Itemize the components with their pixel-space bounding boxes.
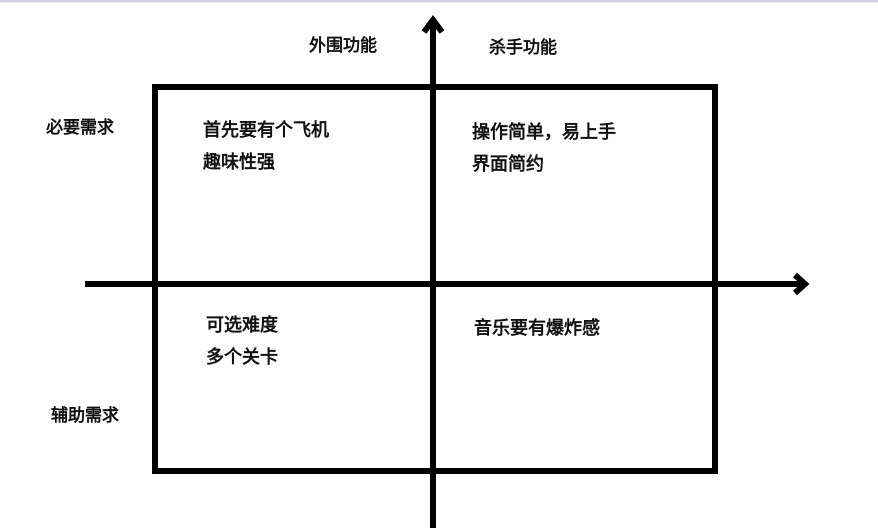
quadrant-top-right-line-2: 界面简约 xyxy=(472,154,544,175)
vertical-axis-arrow-icon xyxy=(421,15,445,34)
quadrant-top-right-line-1: 操作简单，易上手 xyxy=(472,122,616,143)
label-essential-needs: 必要需求 xyxy=(46,118,114,138)
quadrant-top-left: 首先要有个飞机 趣味性强 xyxy=(203,115,329,179)
quadrant-top-right: 操作简单，易上手 界面简约 xyxy=(472,117,616,181)
quadrant-bottom-left-line-1: 可选难度 xyxy=(206,315,278,336)
quadrant-bottom-right-line-1: 音乐要有爆炸感 xyxy=(474,318,600,339)
label-killer-features: 杀手功能 xyxy=(489,38,557,58)
window-top-border xyxy=(0,0,878,2)
quadrant-top-left-line-1: 首先要有个飞机 xyxy=(203,120,329,141)
quadrant-bottom-left: 可选难度 多个关卡 xyxy=(206,310,278,374)
label-auxiliary-needs: 辅助需求 xyxy=(51,406,119,426)
quadrant-top-left-line-2: 趣味性强 xyxy=(203,152,275,173)
quadrant-bottom-left-line-2: 多个关卡 xyxy=(206,347,278,368)
window-top-border-shade xyxy=(0,2,878,3)
label-peripheral-features: 外围功能 xyxy=(309,36,377,56)
quadrant-bottom-right: 音乐要有爆炸感 xyxy=(474,313,600,345)
horizontal-axis-arrow-icon xyxy=(792,272,810,296)
